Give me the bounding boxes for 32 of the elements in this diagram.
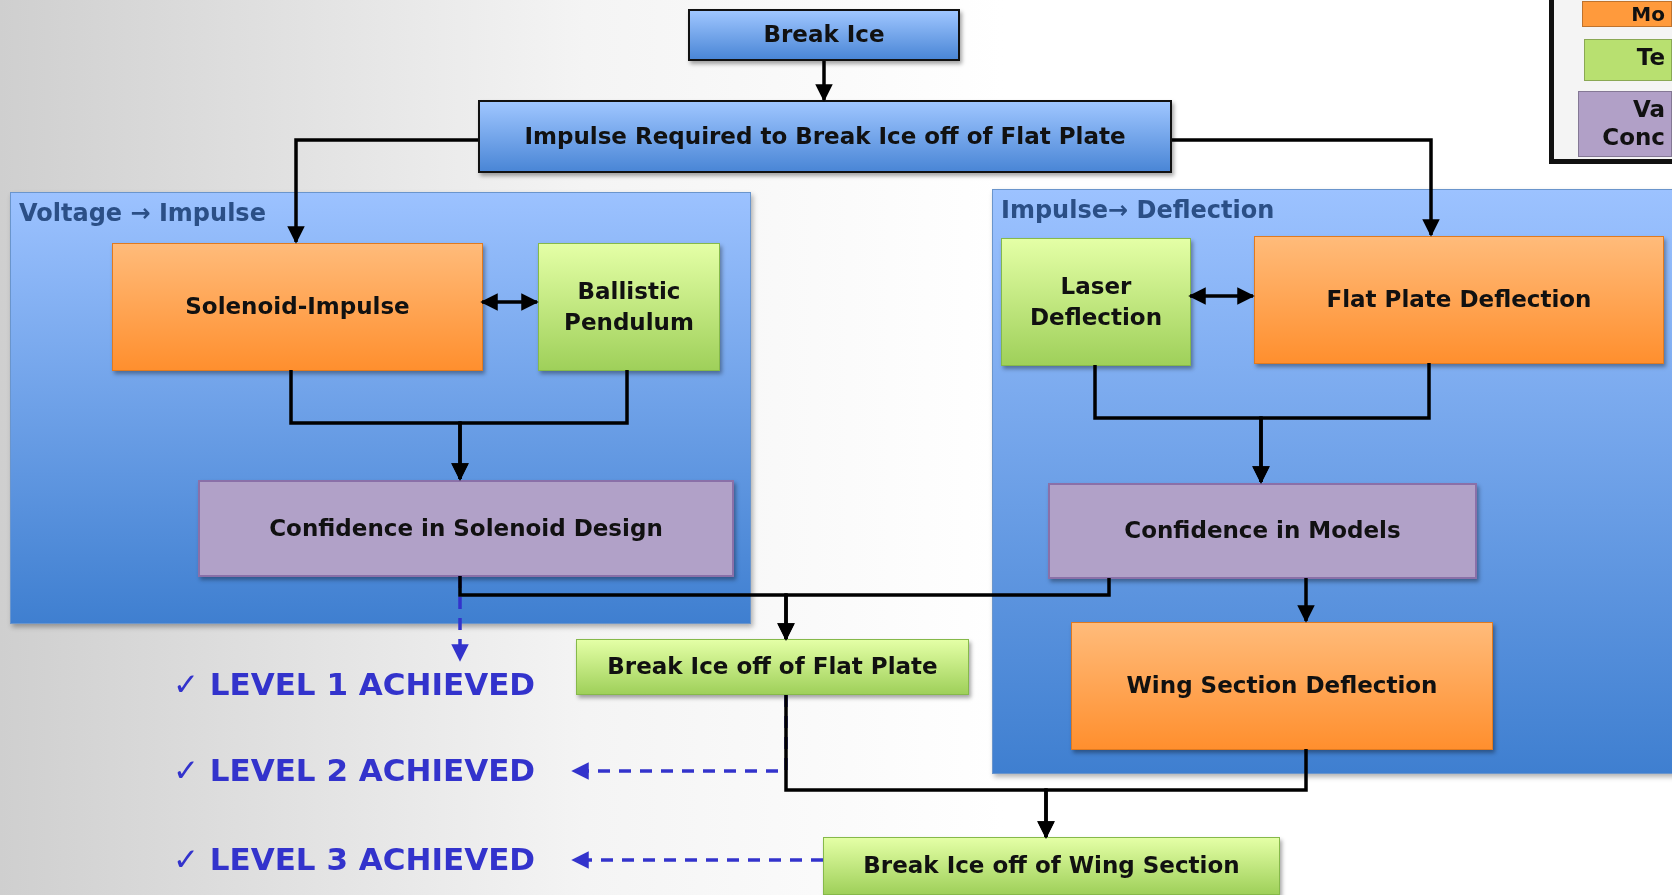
test-box: Ballistic Pendulum xyxy=(538,243,720,371)
arrow xyxy=(480,293,539,311)
group-heading: Impulse→ Deflection xyxy=(1001,195,1275,226)
process-box: Break Ice xyxy=(688,9,960,61)
model-box: Flat Plate Deflection xyxy=(1254,236,1664,364)
legend-item: Mo xyxy=(1582,1,1672,27)
arrow xyxy=(1297,578,1315,623)
arrow xyxy=(1172,138,1440,237)
level-text: ✓ LEVEL 1 ACHIEVED xyxy=(173,660,573,710)
arrow xyxy=(1252,363,1431,484)
model-box: Wing Section Deflection xyxy=(1071,622,1493,750)
group-panel xyxy=(992,189,1672,774)
test-box: Break Ice off of Flat Plate xyxy=(576,639,969,695)
process-box: Impulse Required to Break Ice off of Flat Plate xyxy=(478,100,1172,173)
arrow xyxy=(815,61,833,102)
group-panel xyxy=(10,192,751,624)
dashed-arrow xyxy=(571,851,823,869)
test-box: Break Ice off of Wing Section xyxy=(823,837,1280,895)
model-box: Solenoid-Impulse xyxy=(112,243,483,371)
arrow xyxy=(1037,749,1308,839)
level-text: ✓ LEVEL 2 ACHIEVED xyxy=(173,746,573,796)
validation-box: Confidence in Models xyxy=(1048,483,1477,579)
arrow xyxy=(451,370,629,481)
validation-box: Confidence in Solenoid Design xyxy=(198,480,734,577)
arrow xyxy=(777,578,1111,641)
test-box: Laser Deflection xyxy=(1001,238,1191,366)
legend-item: Te xyxy=(1584,39,1672,81)
legend-item: Va Conc xyxy=(1578,91,1672,157)
arrow xyxy=(1188,287,1255,305)
group-heading: Voltage → Impulse xyxy=(19,198,266,229)
level-text: ✓ LEVEL 3 ACHIEVED xyxy=(173,835,573,885)
arrow xyxy=(287,138,478,244)
